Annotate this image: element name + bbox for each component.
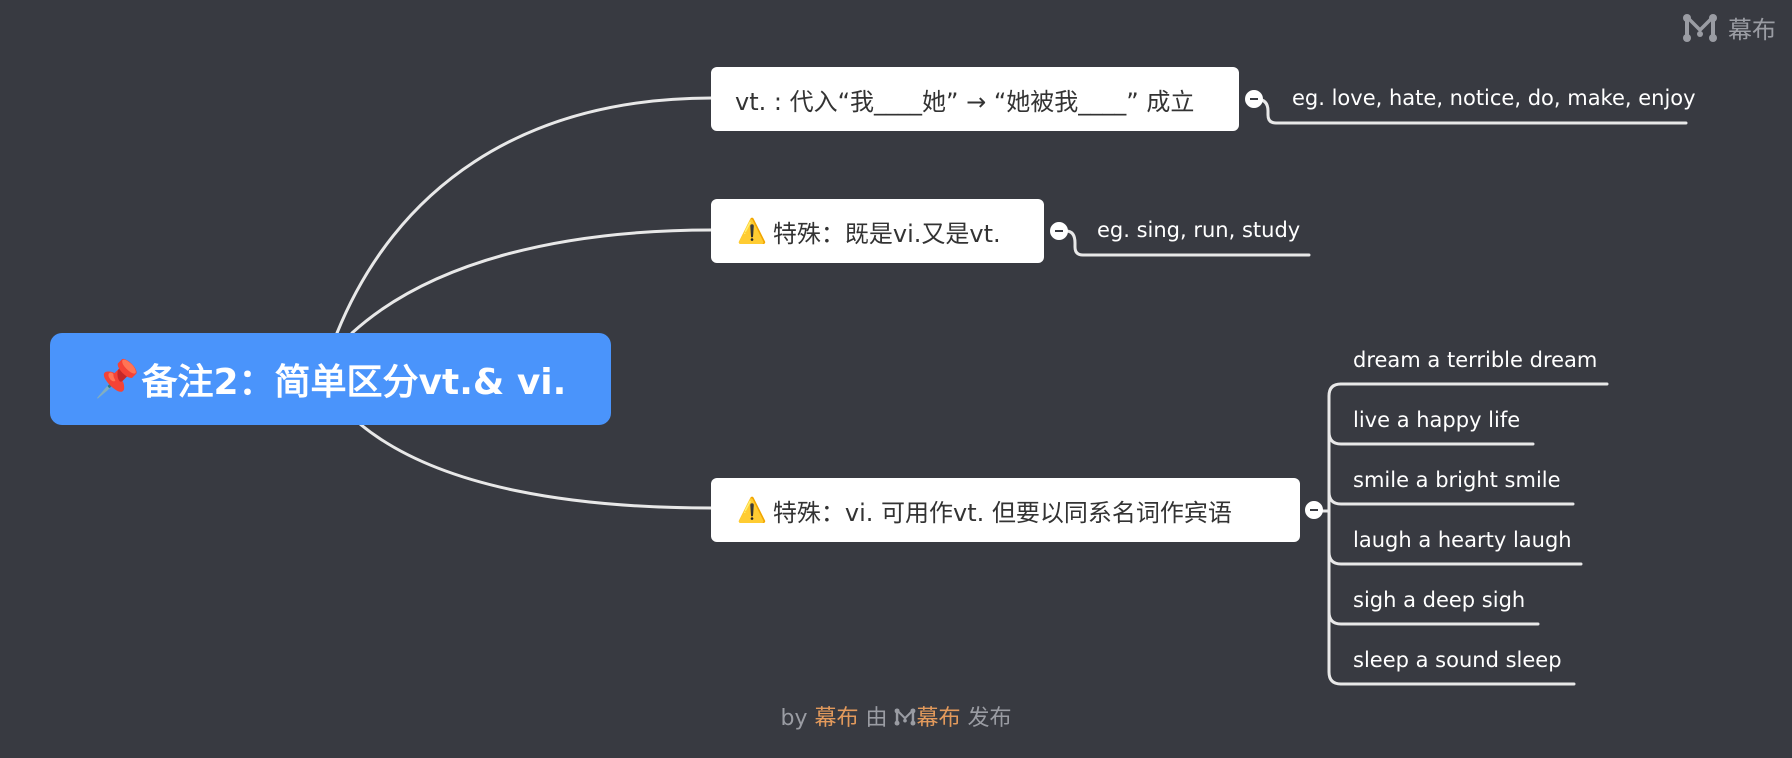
- connector-root-branch-1: [335, 96, 714, 335]
- connector-root-branch-2: [350, 228, 714, 335]
- leaf-topic-label: sigh a deep sigh: [1353, 588, 1526, 612]
- leaf-topic-label: live a happy life: [1353, 408, 1521, 432]
- footer-middle: 由: [858, 706, 895, 731]
- collapse-toggle-branch-3[interactable]: [1305, 501, 1323, 519]
- footer-author-link[interactable]: 幕布: [814, 706, 859, 731]
- leaf-topic-label: dream a terrible dream: [1353, 348, 1598, 372]
- leaf-topic[interactable]: laugh a hearty laugh: [1353, 528, 1572, 552]
- footer-prefix: by: [780, 706, 815, 731]
- connector-branch-2-leaf: [1060, 229, 1311, 257]
- connector-branch-3-spine: [1327, 382, 1343, 686]
- connector-leaf-4: [1327, 550, 1583, 566]
- leaf-topic-label: sleep a sound sleep: [1353, 648, 1562, 672]
- leaf-topic[interactable]: eg. sing, run, study: [1097, 218, 1300, 242]
- footer-suffix: 发布: [960, 706, 1012, 731]
- branch-topic-3-label: 特殊：vi. 可用作vt. 但要以同系名词作宾语: [772, 498, 1232, 527]
- footer-brand-link[interactable]: 幕布: [916, 706, 961, 731]
- warning-icon: ⚠️: [737, 496, 767, 524]
- leaf-topic-label: laugh a hearty laugh: [1353, 528, 1572, 552]
- branch-topic-1[interactable]: vt. : 代入“我____她” → “她被我____” 成立: [711, 67, 1239, 131]
- leaf-topic[interactable]: dream a terrible dream: [1353, 348, 1597, 372]
- connector-root-branch-3: [358, 422, 714, 510]
- connector-leaf-2: [1327, 430, 1535, 446]
- collapse-toggle-branch-1[interactable]: [1245, 90, 1263, 108]
- leaf-topic-label: eg. sing, run, study: [1097, 218, 1301, 242]
- mubu-logo-icon: [895, 708, 916, 726]
- leaf-topic-label: eg. love, hate, notice, do, make, enjoy: [1292, 86, 1696, 110]
- leaf-topic[interactable]: eg. love, hate, notice, do, make, enjoy: [1292, 86, 1696, 110]
- pushpin-icon: 📌: [94, 359, 140, 400]
- root-topic[interactable]: 📌 备注2：简单区分vt.& vi.: [50, 333, 611, 425]
- leaf-topic[interactable]: smile a bright smile: [1353, 468, 1561, 492]
- brand-name: 幕布: [1728, 16, 1776, 44]
- brand-mark[interactable]: 幕布: [1682, 10, 1776, 45]
- leaf-topic-label: smile a bright smile: [1353, 468, 1561, 492]
- branch-topic-3[interactable]: ⚠️ 特殊：vi. 可用作vt. 但要以同系名词作宾语: [711, 478, 1300, 542]
- connector-leaf-3: [1327, 490, 1575, 506]
- leaf-topic[interactable]: sigh a deep sigh: [1353, 588, 1525, 612]
- leaf-topic[interactable]: sleep a sound sleep: [1353, 648, 1562, 672]
- branch-topic-1-label: vt. : 代入“我____她” → “她被我____” 成立: [735, 87, 1195, 116]
- branch-topic-2-label: 特殊：既是vi.又是vt.: [772, 219, 1001, 248]
- root-topic-label: 备注2：简单区分vt.& vi.: [141, 362, 567, 403]
- publish-footer: by 幕布 由 幕布 发布: [0, 700, 1792, 732]
- leaf-topic[interactable]: live a happy life: [1353, 408, 1520, 432]
- warning-icon: ⚠️: [737, 217, 767, 245]
- mubu-logo-icon: [1683, 13, 1717, 42]
- connector-leaf-5: [1327, 610, 1540, 626]
- branch-topic-2[interactable]: ⚠️ 特殊：既是vi.又是vt.: [711, 199, 1044, 263]
- collapse-toggle-branch-2[interactable]: [1050, 222, 1068, 240]
